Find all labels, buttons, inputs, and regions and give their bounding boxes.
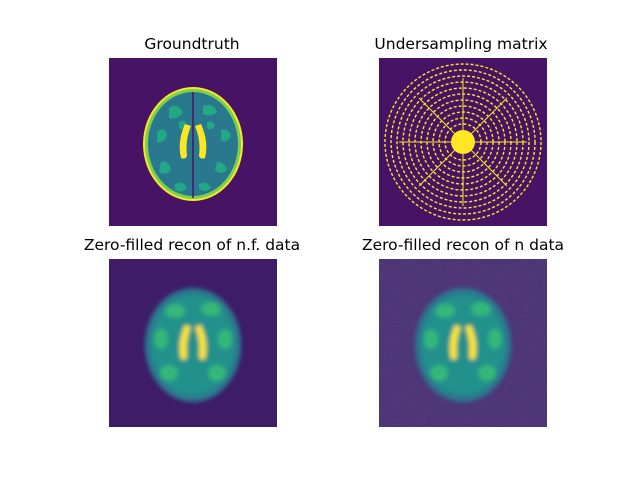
panel-title-undersampling-matrix: Undersampling matrix	[374, 35, 548, 53]
panel-title-groundtruth: Groundtruth	[144, 35, 240, 53]
recon-n-image	[379, 259, 547, 427]
recon-nf-image	[109, 259, 277, 427]
panel-title-recon-n: Zero-filled recon of n data	[361, 236, 565, 254]
undersampling-matrix-image	[379, 58, 547, 226]
groundtruth-image	[109, 58, 277, 226]
panel-title-recon-nf: Zero-filled recon of n.f. data	[83, 236, 301, 254]
